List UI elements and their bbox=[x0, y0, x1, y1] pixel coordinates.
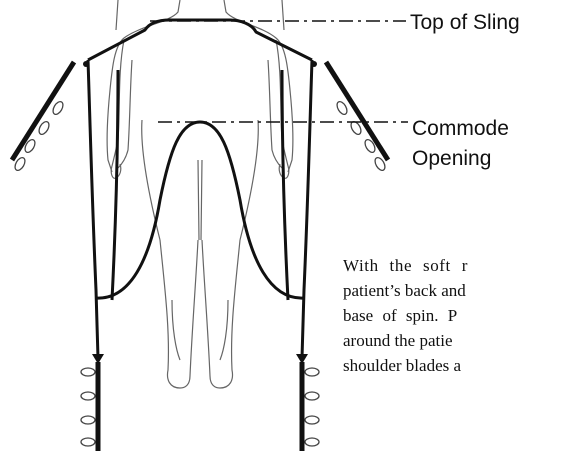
right-shoulder-strap bbox=[326, 62, 388, 160]
patient-figure bbox=[107, 0, 293, 388]
sling-straps bbox=[12, 62, 388, 451]
instruction-line-5: shoulder blades a bbox=[343, 353, 461, 378]
left-shoulder-strap bbox=[12, 62, 74, 160]
opening-label: Opening bbox=[412, 146, 491, 171]
instruction-line-2: patient’s back and bbox=[343, 278, 466, 303]
sling-outline bbox=[88, 20, 312, 358]
commode-label: Commode bbox=[412, 116, 509, 141]
instruction-line-4: around the patie bbox=[343, 328, 453, 353]
instruction-line-3: base of spin. P bbox=[343, 303, 457, 328]
top-of-sling-label: Top of Sling bbox=[410, 10, 520, 35]
strap-loops bbox=[13, 100, 387, 446]
instruction-line-1: With the soft r bbox=[343, 253, 468, 278]
